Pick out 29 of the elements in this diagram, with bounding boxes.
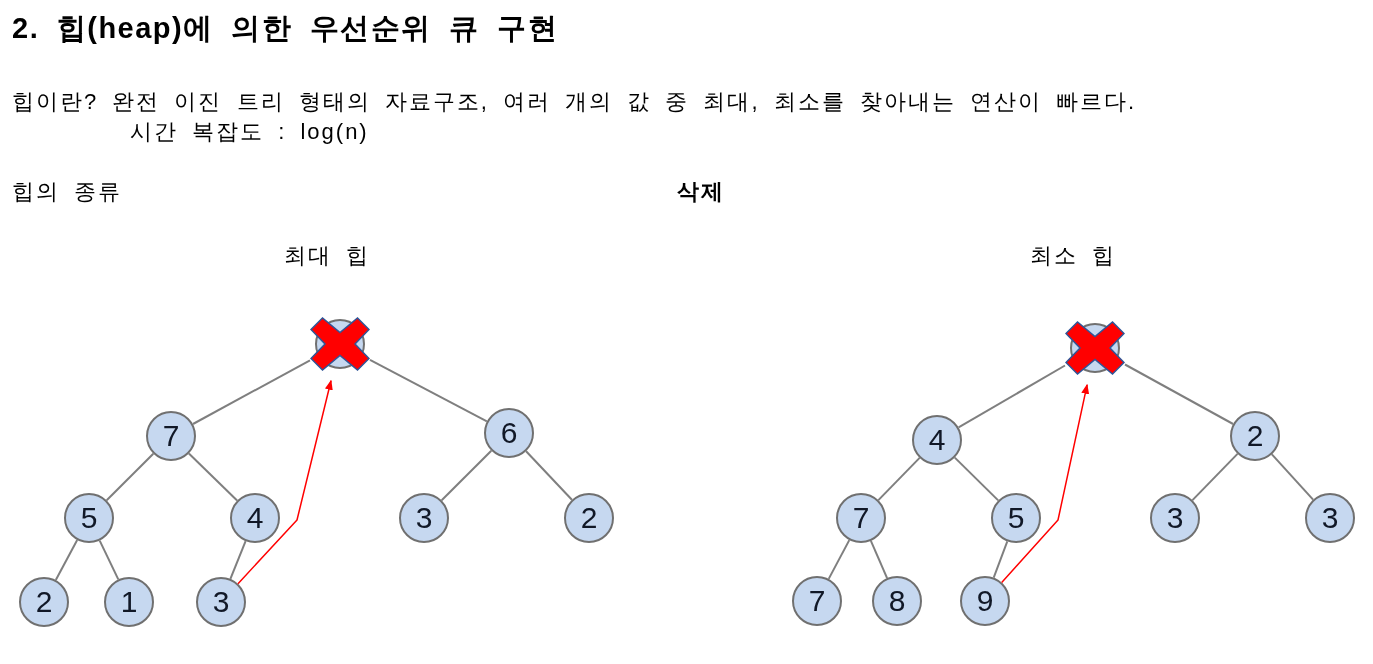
tree-edge-line <box>525 450 573 501</box>
tree-edge-line <box>957 364 1066 429</box>
tree-edge-line <box>992 540 1009 579</box>
tree-edge-line <box>869 539 889 580</box>
arrow <box>1000 383 1090 584</box>
tree-edge-line <box>1270 453 1315 501</box>
description-text: 힙이란? 완전 이진 트리 형태의 자료구조, 여러 개의 값 중 최대, 최소를 찾아내는 연산이 빠르다. <box>12 88 1137 116</box>
tree-caption: 최소 힙 <box>1029 242 1117 270</box>
tree-edge-line <box>440 449 493 502</box>
page-title: 2. 힙(heap)에 의한 우선순위 큐 구현 <box>12 11 559 46</box>
tree-edge-line <box>229 540 247 580</box>
tree-edge-line <box>54 539 79 581</box>
tree-edge-line <box>187 452 239 502</box>
tree-edge-line <box>953 456 1000 502</box>
crossed-out-node-drawing <box>310 317 370 371</box>
section-label: 힙의 종류 <box>12 178 123 206</box>
tree-edge-line <box>1191 452 1239 502</box>
tree-edge-line <box>877 456 921 502</box>
arrow <box>237 379 333 585</box>
tree-edge-line <box>105 452 155 502</box>
tree-edge-line <box>827 539 851 580</box>
tree-edge-line <box>192 359 311 425</box>
tree-edge-line <box>98 539 120 581</box>
tree-edge-line <box>369 358 488 423</box>
tree-edge-line <box>1124 363 1235 425</box>
section-heading: 삭제 <box>677 178 725 206</box>
complexity-text: 시간 복잡도 : log(n) <box>130 118 369 146</box>
crossed-out-node-drawing <box>1065 321 1125 375</box>
tree-caption: 최대 힙 <box>283 242 371 270</box>
